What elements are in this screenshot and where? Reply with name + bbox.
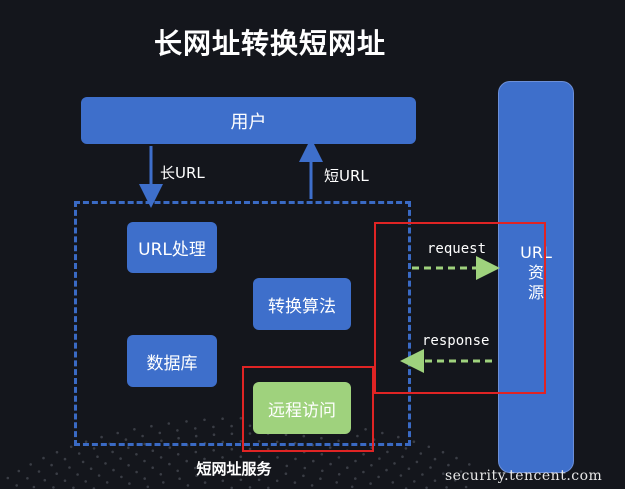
long-url-edge-label: 长URL xyxy=(160,164,205,182)
user-node: 用户 xyxy=(81,97,416,144)
url-resource-label: URL 资 源 xyxy=(498,243,574,303)
diagram-title: 长网址转换短网址 xyxy=(153,27,386,60)
url-resource-label-line3: 源 xyxy=(527,283,544,302)
url-resource-label-line1: URL xyxy=(520,243,552,262)
url-processing-node: URL处理 xyxy=(127,222,217,273)
remote-access-node: 远程访问 xyxy=(253,382,351,434)
highlight-frame-request-response xyxy=(374,222,546,394)
highlight-frame-remote-access xyxy=(242,366,374,452)
conversion-algorithm-node: 转换算法 xyxy=(253,278,351,330)
service-group-label: 短网址服务 xyxy=(196,460,272,478)
short-url-edge-label: 短URL xyxy=(324,167,369,185)
url-resource-node xyxy=(498,81,574,473)
watermark: security.tencent.com xyxy=(445,468,603,484)
url-resource-label-line2: 资 xyxy=(527,263,544,282)
request-edge-label: request xyxy=(427,241,487,257)
response-edge-label: response xyxy=(422,333,490,349)
database-node: 数据库 xyxy=(127,335,217,387)
